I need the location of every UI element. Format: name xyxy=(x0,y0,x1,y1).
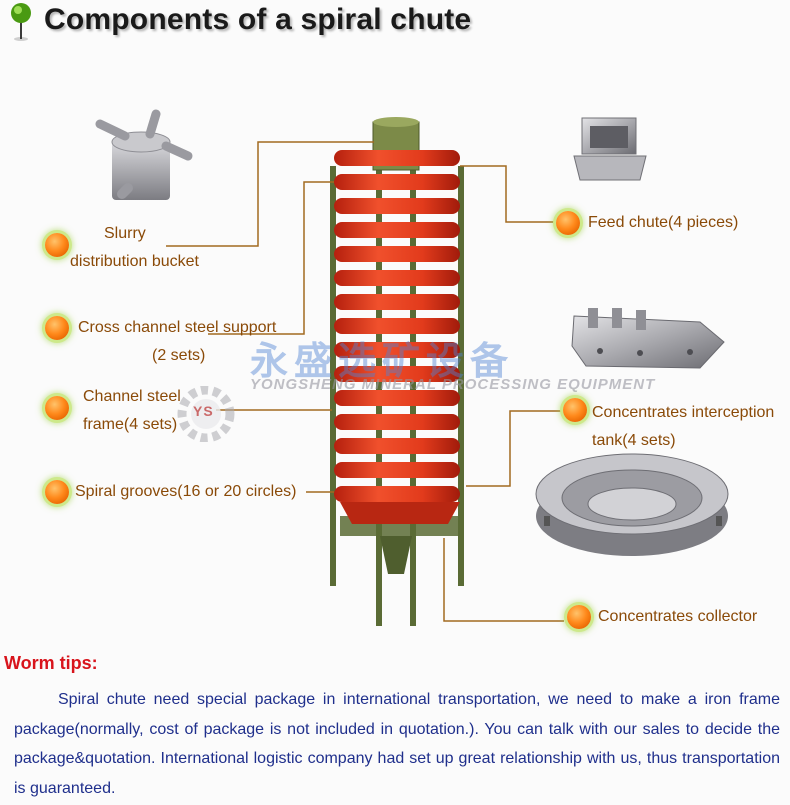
spiral-turns xyxy=(334,150,460,502)
spiral-chute-diagram: YS 永盛选矿设备 YONGSHENG MINERAL PROCESSING E… xyxy=(0,46,790,636)
label-cross-channel-line2: (2 sets) xyxy=(152,347,206,364)
label-cross-channel-line1: Cross channel steel support xyxy=(78,319,277,336)
label-feed-chute: Feed chute(4 pieces) xyxy=(588,214,739,231)
diagram-graphics xyxy=(95,109,729,626)
bullet-interception-tank xyxy=(563,398,587,422)
watermark-english: YONGSHENG MINERAL PROCESSING EQUIPMENT xyxy=(250,376,656,393)
bullet-collector xyxy=(567,605,591,629)
feed-chute-image xyxy=(573,117,647,181)
slurry-bucket-image xyxy=(95,109,193,200)
concentrates-collector-image xyxy=(535,453,729,556)
label-interception-line1: Concentrates interception xyxy=(592,404,775,421)
bullet-spiral-grooves xyxy=(45,480,69,504)
label-channel-frame-line2: frame(4 sets) xyxy=(83,416,178,433)
interception-tank-image xyxy=(571,308,725,369)
label-slurry-line1: Slurry xyxy=(104,225,146,242)
tips-body: Spiral chute need special package in int… xyxy=(14,691,780,797)
leader-lines xyxy=(166,141,564,622)
bullet-feed-chute xyxy=(556,211,580,235)
page-title: Components of a spiral chute xyxy=(44,3,472,36)
label-interception-line2: tank(4 sets) xyxy=(592,432,676,449)
ys-logo-text: YS xyxy=(193,403,214,419)
tips-heading: Worm tips: xyxy=(4,653,98,673)
watermark-chinese: 永盛选矿设备 xyxy=(250,339,515,383)
ys-logo-icon xyxy=(177,386,235,442)
bullet-channel-frame xyxy=(45,396,69,420)
label-channel-frame-line1: Channel steel xyxy=(83,388,181,405)
bullet-cross-channel xyxy=(45,316,69,340)
spiral-chute-image xyxy=(330,117,464,626)
header: Components of a spiral chute xyxy=(0,0,790,46)
label-slurry-line2: distribution bucket xyxy=(70,253,199,270)
bullet-slurry xyxy=(45,233,69,257)
map-pin-icon xyxy=(11,3,31,41)
label-collector: Concentrates collector xyxy=(598,608,758,625)
label-spiral-grooves: Spiral grooves(16 or 20 circles) xyxy=(75,483,297,500)
